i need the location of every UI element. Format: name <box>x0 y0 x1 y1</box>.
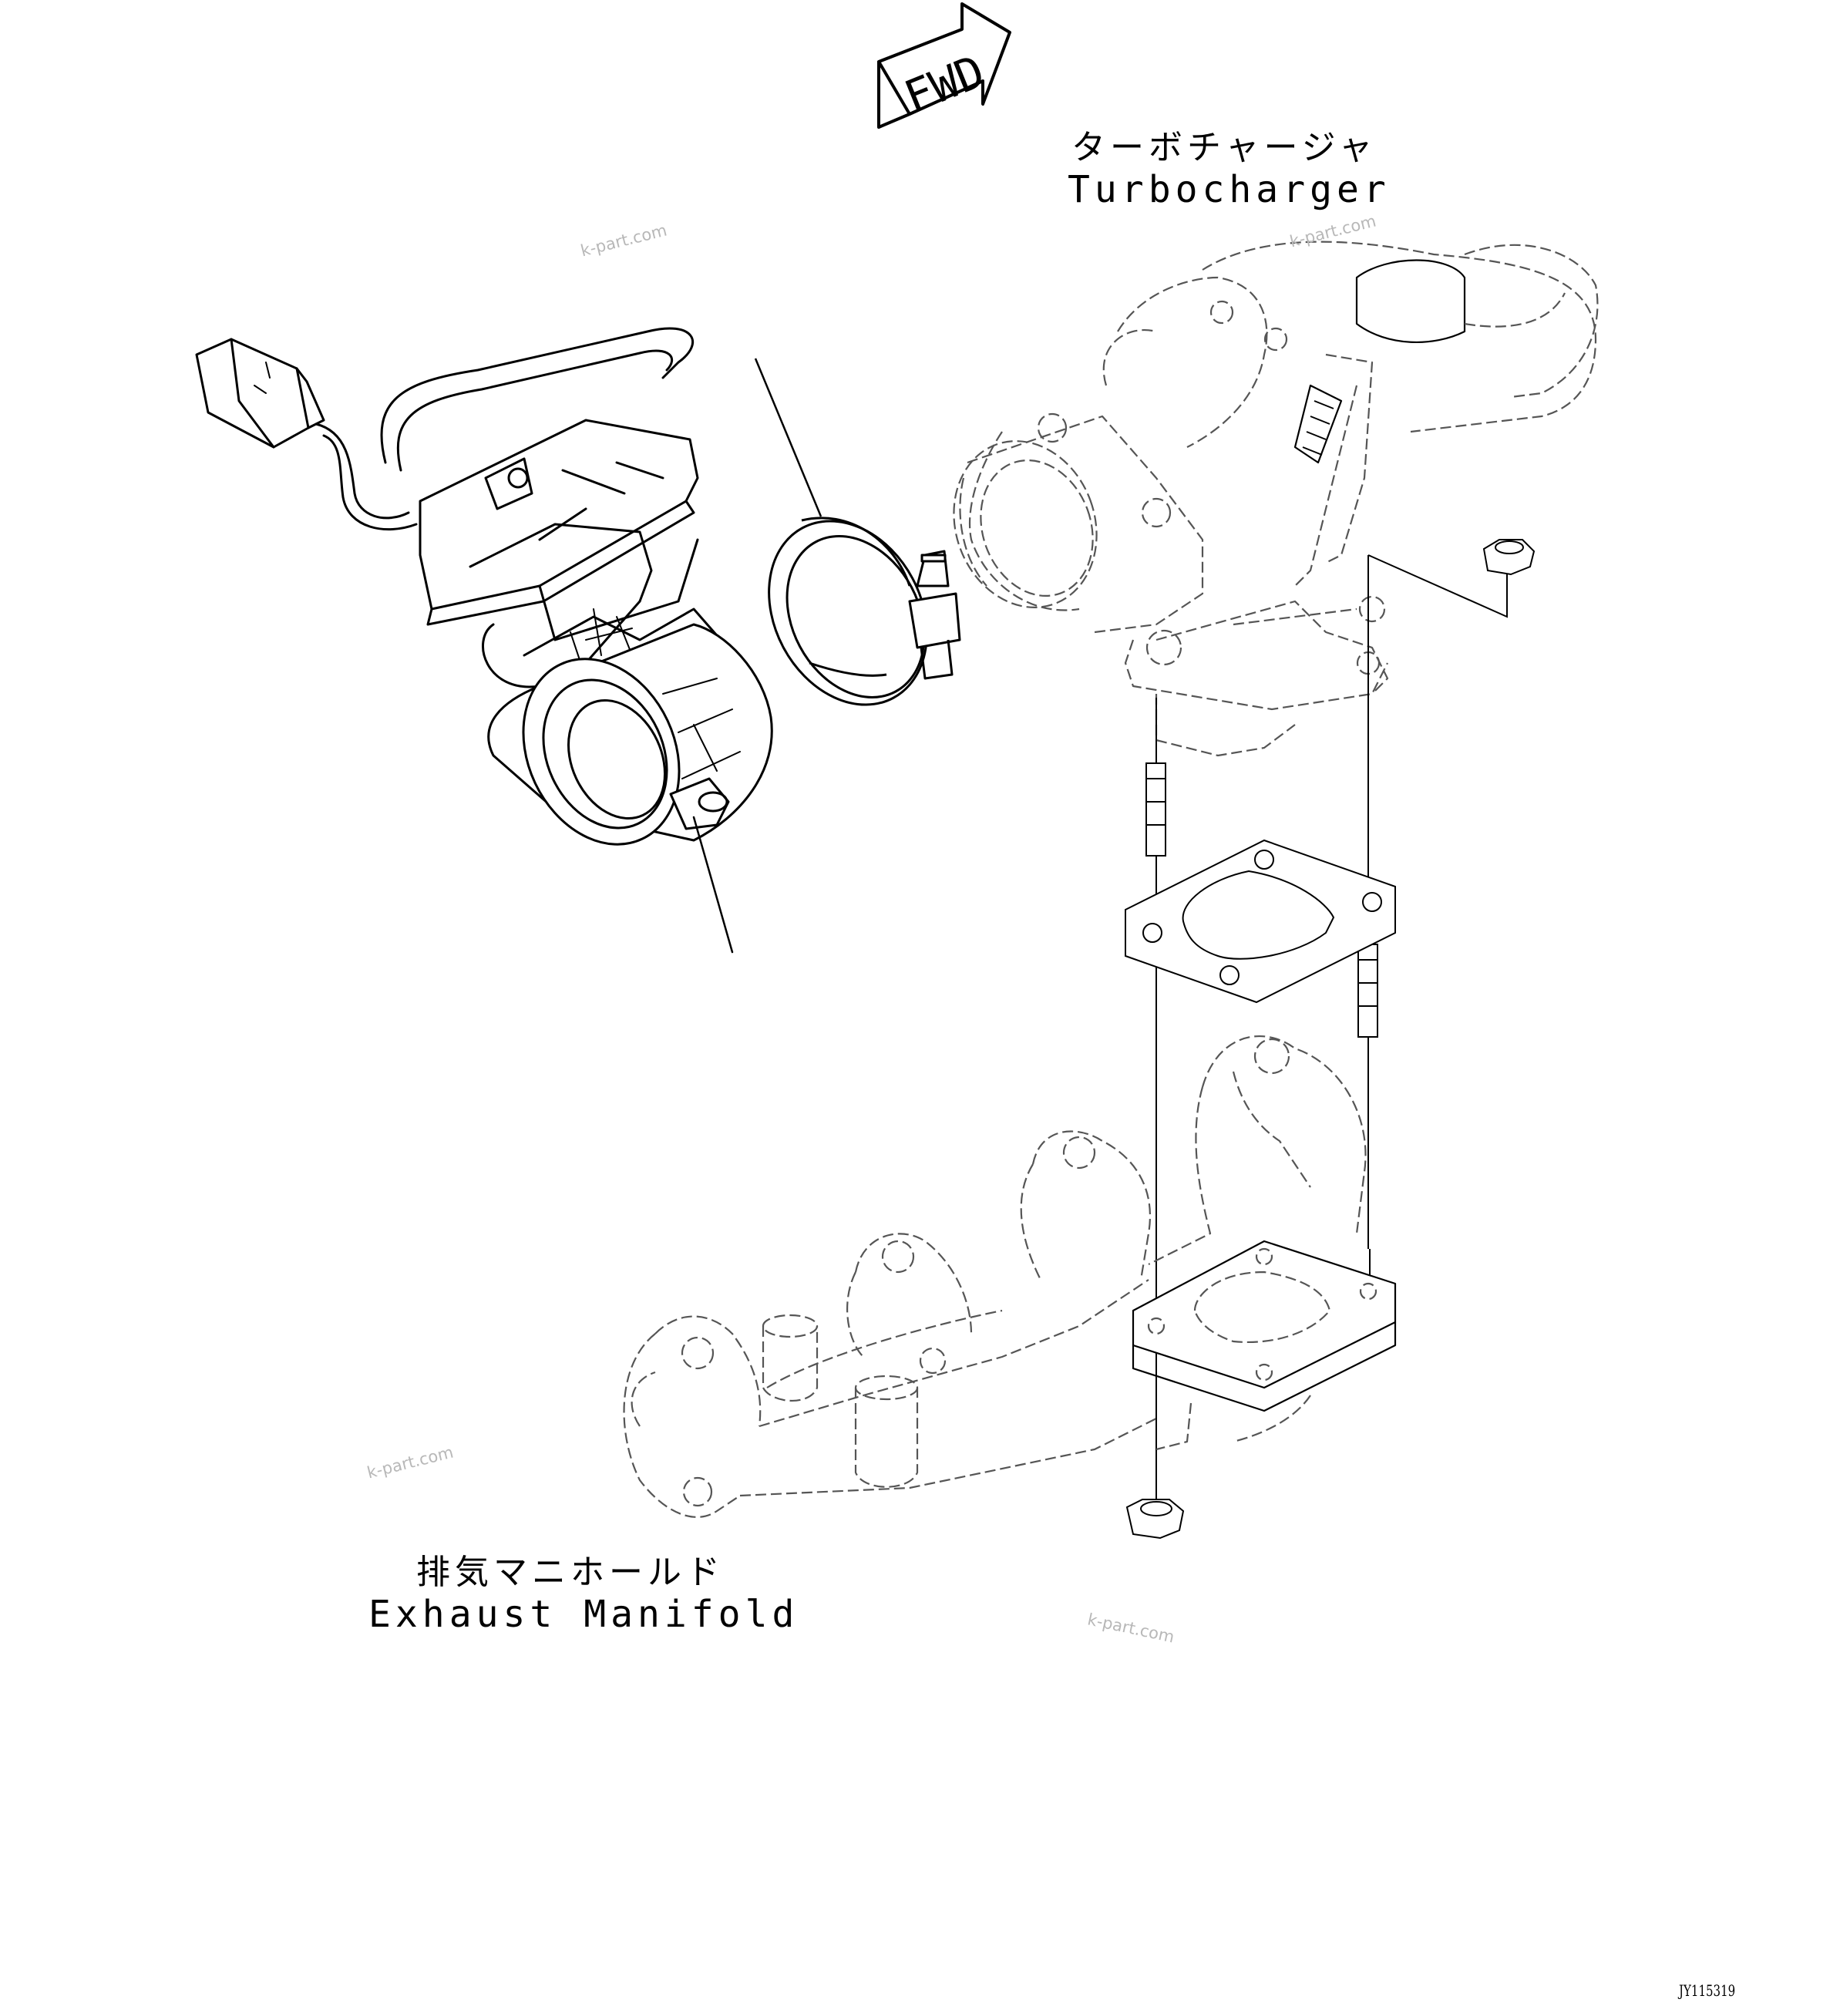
turbocharger-label-en: Turbocharger <box>1068 168 1391 211</box>
exhaust-valve-assembly <box>195 327 773 954</box>
turbocharger-label-jp: ターボチャージャ <box>1071 128 1377 167</box>
assembly-lines <box>1125 539 1536 1540</box>
fwd-arrow: FWD <box>877 2 1011 129</box>
exhaust-manifold <box>623 1035 1397 1518</box>
exhaust-manifold-label-en: Exhaust Manifold <box>368 1593 799 1636</box>
exhaust-manifold-label-jp: 排気マニホールド <box>416 1553 725 1592</box>
v-band-clamp <box>754 358 961 706</box>
turbocharger <box>953 241 1599 757</box>
drawing-code: JY115319 <box>1679 1981 1736 2000</box>
